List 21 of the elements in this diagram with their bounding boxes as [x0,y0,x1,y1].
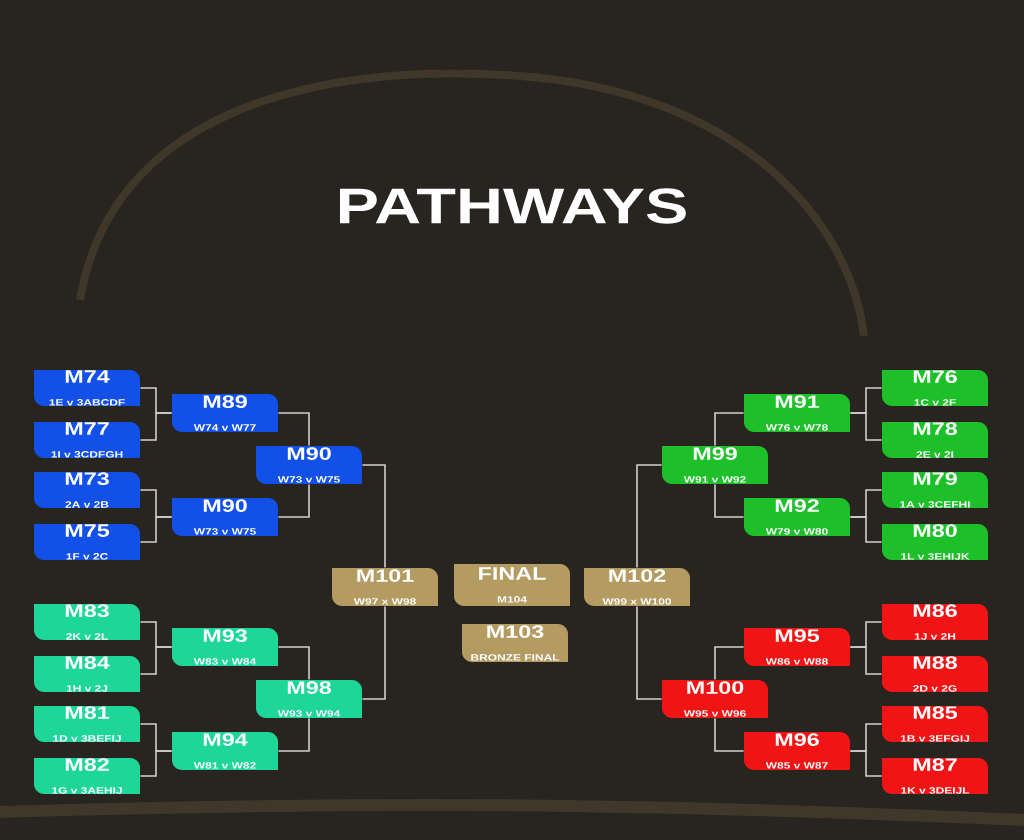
bracket-line [277,646,310,681]
bracket-line [714,717,745,752]
bracket-line [277,483,310,518]
bracket-line [277,412,310,447]
bracket-line [714,646,745,681]
bracket-line [139,646,173,675]
bracket-line [636,605,663,700]
title: PATHWAYS [340,188,686,224]
bracket-line [139,412,173,441]
bracket-line [139,516,173,543]
bracket-line [361,605,386,700]
bracket-line [849,516,883,543]
bracket-line [849,750,883,777]
bracket-line [277,717,310,752]
bracket-line [714,483,745,518]
bracket-line [361,464,386,569]
bracket-line [139,750,173,777]
bracket-line [636,464,663,569]
bracket-line [714,412,745,447]
bracket-line [849,412,883,441]
bracket-line [849,646,883,675]
